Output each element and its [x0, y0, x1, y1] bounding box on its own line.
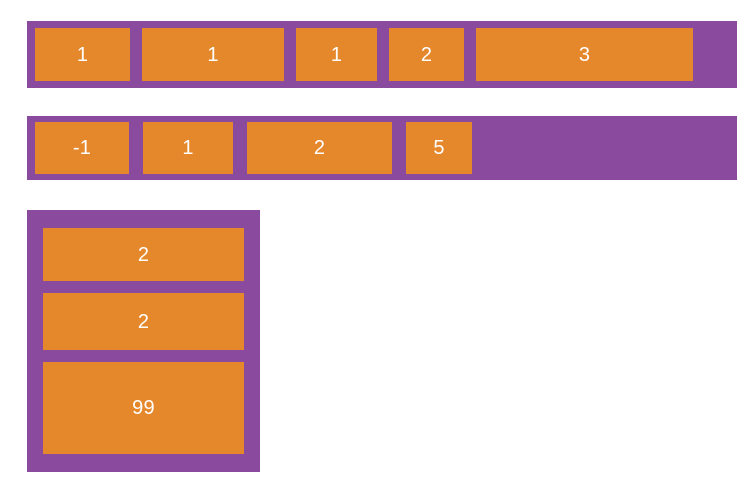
- flex-item-label: 1: [182, 137, 194, 159]
- flex-item[interactable]: 1: [142, 28, 284, 81]
- flex-item-label: 99: [132, 397, 155, 419]
- flex-item-label: 2: [137, 243, 150, 266]
- flex-item[interactable]: 2: [389, 28, 464, 81]
- flex-row-container-one: 1 1 1 2 3: [27, 21, 737, 88]
- flex-item-label: 2: [313, 137, 326, 159]
- flex-item-label: 2: [420, 43, 433, 66]
- flex-item-label: 1: [330, 43, 343, 66]
- flex-item-label: 1: [207, 43, 219, 66]
- flex-item[interactable]: 1: [296, 28, 377, 81]
- flex-item-label: 1: [76, 43, 89, 66]
- flex-item[interactable]: 5: [406, 122, 472, 174]
- flex-item[interactable]: 1: [143, 122, 233, 174]
- flex-item[interactable]: 2: [43, 228, 244, 281]
- flex-item-label: 2: [137, 310, 150, 333]
- flex-item-label: -1: [72, 137, 92, 159]
- flex-row-container-two: -1 1 2 5: [27, 116, 737, 180]
- flex-item-label: 3: [578, 43, 591, 66]
- flex-item[interactable]: 1: [35, 28, 130, 81]
- flex-item[interactable]: 2: [43, 293, 244, 350]
- flex-item[interactable]: 3: [476, 28, 693, 81]
- flex-item[interactable]: 2: [247, 122, 392, 174]
- flex-item-label: 5: [433, 137, 445, 159]
- flex-item[interactable]: 99: [43, 362, 244, 454]
- flex-item[interactable]: -1: [35, 122, 129, 174]
- flex-column-container-three: 2 2 99: [27, 210, 260, 472]
